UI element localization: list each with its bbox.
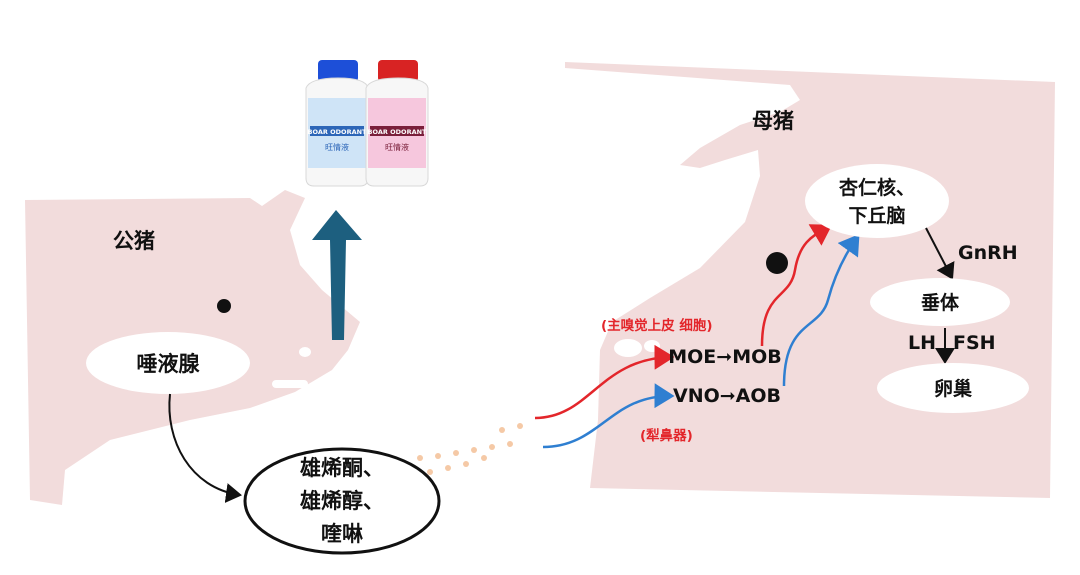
saliva-gland-label: 唾液腺 [137,352,201,376]
pheromone-1: 雄烯酮、 [299,456,384,480]
pheromone-3: 喹啉 [321,522,363,546]
bottle-blue-name: 旺情液 [325,142,349,152]
lh-label: LH [908,332,936,354]
bottle-blue: BOAR ODORANT 旺情液 [305,60,369,187]
big-up-arrow [312,210,362,340]
bottle-blue-brand: BOAR ODORANT [308,128,368,136]
gland-to-pheromone-arrow [168,393,242,503]
blue-up-arrow [782,233,860,387]
ovary-label: 卵巢 [934,377,973,400]
pituitary-label: 垂体 [921,291,960,314]
bottle-red: BOAR ODORANT 旺情液 [365,60,429,187]
fsh-label: FSH [953,332,996,354]
brain-ellipse [805,164,949,238]
ovary-ellipse [877,363,1029,413]
saliva-gland-ellipse [86,332,250,394]
bottle-red-name: 旺情液 [385,142,409,152]
boar-label: 公猪 [113,229,155,253]
vno-path: VNO➞AOB [673,385,781,407]
sow-silhouette [565,62,1055,498]
product-bottles: BOAR ODORANT 旺情液 BOAR ODORANT 旺情液 [305,60,429,187]
moe-path: MOE➞MOB [668,346,782,368]
brain-label-2: 下丘脑 [848,204,905,227]
pheromone-2: 雄烯醇、 [299,489,384,513]
gnrh-label: GnRH [958,242,1018,264]
blue-input-arrow [542,383,675,449]
boar-eye [217,299,231,313]
moe-note: (主嗅觉上皮 细胞) [601,317,713,334]
gnrh-arrow [925,227,955,280]
red-up-arrow [760,224,833,347]
sow-label: 母猪 [752,109,794,133]
pheromone-ellipse [243,447,441,555]
odor-dots [417,423,523,475]
bottle-red-brand: BOAR ODORANT [368,128,428,136]
pituitary-ellipse [870,278,1010,326]
red-input-arrow [534,344,675,420]
vno-note: (犁鼻器) [640,427,693,444]
brain-label-1: 杏仁核、 [838,176,915,199]
sow-eye [766,252,788,274]
